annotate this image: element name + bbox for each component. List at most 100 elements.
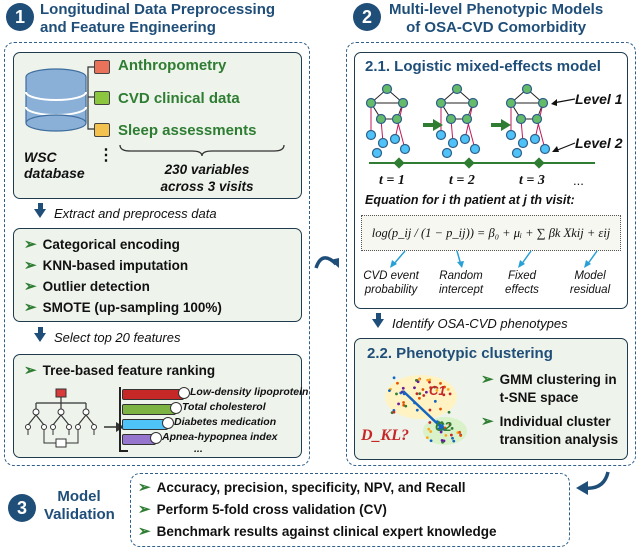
- tsne-point: [428, 408, 432, 412]
- down-arrow-icon: [34, 327, 46, 342]
- validation-item: ➢Benchmark results against clinical expe…: [138, 523, 497, 540]
- level-2-node: [399, 143, 411, 155]
- tsne-cluster-plot: [385, 375, 467, 445]
- step-select: Select top 20 features: [34, 327, 180, 345]
- check-icon: ➢: [24, 299, 37, 316]
- equation-box: log(p_ij / (1 − p_ij)) = β₀ + μᵢ + ∑ βk …: [361, 215, 621, 251]
- tsne-point: [428, 380, 431, 384]
- tsne-point: [459, 434, 463, 437]
- cluster-c1-region: [385, 375, 457, 419]
- section-1-title: Longitudinal Data Preprocessing and Feat…: [40, 1, 276, 36]
- time-more: ...: [573, 173, 584, 188]
- source-sleep: Sleep assessments: [118, 122, 257, 139]
- validation-item: ➢Accuracy, precision, specificity, NPV, …: [138, 479, 466, 496]
- preprocess-panel: ➢Categorical encoding ➢KNN-based imputat…: [13, 228, 302, 322]
- tsne-point: [402, 401, 405, 404]
- tsne-point: [421, 388, 425, 391]
- check-icon: ➢: [138, 479, 151, 496]
- section-1-frame: [4, 42, 310, 466]
- tsne-point: [426, 378, 430, 382]
- feature-bar: [122, 419, 168, 430]
- tsne-point: [401, 386, 405, 390]
- database-label: WSC database: [24, 149, 85, 181]
- more-sources-dots: ⋮: [98, 147, 114, 164]
- bar-end-circle: [178, 387, 190, 399]
- tsne-point: [425, 436, 429, 440]
- level-1-node: [381, 83, 393, 95]
- level-1-node: [435, 97, 447, 109]
- tsne-point: [446, 387, 450, 391]
- tsne-point: [439, 407, 442, 411]
- tsne-point: [429, 430, 433, 433]
- tsne-point: [439, 430, 443, 434]
- feature-more: ...: [194, 443, 203, 455]
- level-2-node: [517, 137, 529, 149]
- level-2-node: [459, 133, 471, 145]
- level-2-node: [441, 147, 453, 159]
- clustering-title: 2.2. Phenotypic clustering: [367, 345, 553, 362]
- tsne-point: [417, 378, 421, 381]
- time-label-3: t = 3: [519, 173, 545, 188]
- tsne-point: [392, 410, 396, 414]
- model-title: 2.1. Logistic mixed-effects model: [365, 58, 601, 75]
- section-2-frame: [346, 42, 636, 466]
- level-1-node: [365, 97, 377, 109]
- multilevel-graphs: [365, 83, 551, 159]
- tsne-point: [443, 385, 446, 389]
- tsne-point: [388, 389, 391, 393]
- time-label-1: t = 1: [379, 173, 405, 188]
- validation-frame: [130, 473, 570, 547]
- tsne-point: [444, 433, 448, 437]
- tsne-point: [458, 430, 462, 434]
- check-icon: ➢: [138, 523, 151, 540]
- ranking-axes: [119, 387, 128, 452]
- preprocess-item: ➢KNN-based imputation: [24, 257, 189, 274]
- right-arrow-icon: [423, 119, 443, 131]
- feature-label: Low-density lipoprotein: [190, 386, 309, 398]
- decision-tree-icon: [25, 388, 97, 448]
- step-extract: Extract and preprocess data: [34, 203, 217, 221]
- level-2-node: [505, 129, 517, 141]
- level-1-node: [531, 113, 543, 125]
- tsne-point: [413, 386, 416, 390]
- equation-caption: Equation for i th patient at j th visit:: [365, 193, 575, 207]
- tsne-point: [435, 388, 439, 392]
- level-2-node: [539, 143, 551, 155]
- check-icon: ➢: [24, 278, 37, 295]
- tsne-point: [442, 393, 446, 397]
- tsne-point: [428, 378, 432, 382]
- cluster-c1-label: C1: [429, 383, 446, 398]
- level-1-node: [521, 83, 533, 95]
- section-3-title: Model Validation: [44, 488, 115, 523]
- feature-bar: [122, 404, 176, 415]
- tsne-point: [433, 399, 437, 403]
- variables-summary: 230 variables across 3 visits: [160, 162, 254, 194]
- time-axis: [369, 157, 595, 169]
- anthropometry-marker: [94, 60, 110, 74]
- equation-pointers: [390, 250, 598, 268]
- right-arrow-icon: [491, 119, 511, 131]
- tsne-point: [418, 396, 421, 400]
- tsne-point: [428, 421, 432, 424]
- tsne-point: [424, 390, 428, 394]
- data-sources-panel: Anthropometry CVD clinical data Sleep as…: [13, 52, 302, 199]
- database-icon: [25, 68, 87, 132]
- check-icon: ➢: [481, 413, 494, 430]
- level-2-node: [377, 137, 389, 149]
- section-2-title: Multi-level Phenotypic Models of OSA-CVD…: [389, 1, 604, 36]
- summary-brace: [119, 144, 285, 157]
- ranking-panel: ➢Tree-based feature ranking Low-density …: [13, 354, 308, 458]
- level-1-node: [467, 97, 479, 109]
- level-2-node: [511, 147, 523, 159]
- level-1-node: [537, 97, 549, 109]
- cluster-c2-label: C2: [435, 419, 452, 434]
- tsne-point: [397, 402, 400, 406]
- level-2-node: [447, 137, 459, 149]
- tsne-point: [415, 392, 419, 396]
- source-anthropometry: Anthropometry: [118, 57, 227, 74]
